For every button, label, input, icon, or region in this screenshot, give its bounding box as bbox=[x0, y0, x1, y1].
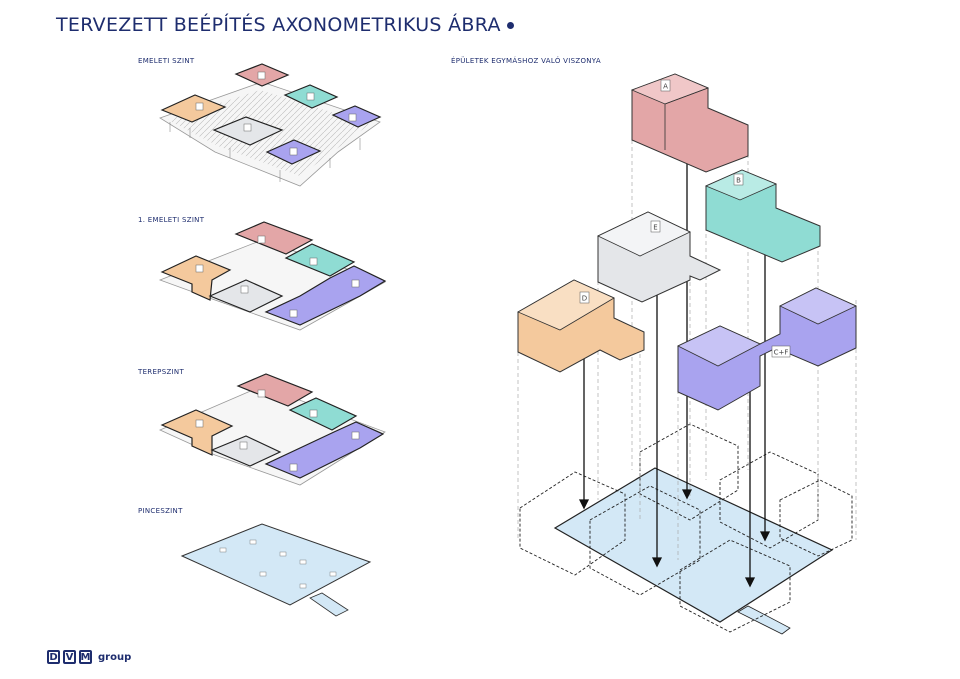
title-dot-icon bbox=[506, 22, 514, 29]
plan-emeleti bbox=[159, 63, 382, 187]
logo-m: M bbox=[79, 650, 92, 664]
building-e: E bbox=[597, 211, 722, 303]
logo-suffix: group bbox=[98, 651, 132, 663]
arrows bbox=[578, 130, 771, 588]
plan-pince bbox=[180, 523, 372, 617]
logo-d: D bbox=[47, 650, 60, 664]
building-cf: C+F bbox=[677, 287, 857, 411]
building-a: A bbox=[630, 73, 749, 173]
level-label-terep: TEREPSZINT bbox=[138, 368, 185, 376]
logo-v: V bbox=[63, 650, 76, 664]
level-label-emeleti: EMELETI SZINT bbox=[138, 57, 195, 65]
plan-first-floor bbox=[158, 221, 387, 331]
building-cf-label: C+F bbox=[774, 349, 789, 357]
level-label-pince: PINCESZINT bbox=[138, 507, 183, 515]
building-a-label: A bbox=[663, 83, 668, 91]
level-label-first: 1. EMELETI SZINT bbox=[138, 216, 205, 224]
building-d: D bbox=[517, 279, 645, 373]
relation-label: ÉPÜLETEK EGYMÁSHOZ VALÓ VISZONYA bbox=[451, 57, 601, 65]
building-d-label: D bbox=[582, 295, 587, 303]
dvm-group-logo: D V M group bbox=[47, 650, 131, 664]
page-title: TERVEZETT BEÉPÍTÉS AXONOMETRIKUS ÁBRA bbox=[56, 14, 514, 36]
building-b: B bbox=[704, 169, 821, 263]
plan-terep bbox=[159, 373, 386, 486]
building-b-label: B bbox=[736, 177, 741, 185]
building-e-label: E bbox=[653, 224, 657, 232]
basement-slab bbox=[519, 423, 853, 635]
